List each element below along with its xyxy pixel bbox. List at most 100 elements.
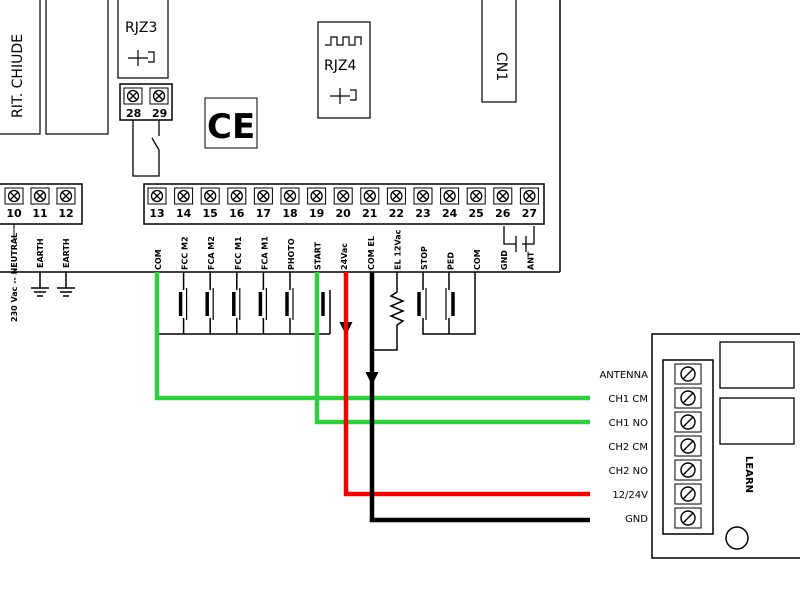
terminal-26: 26 (493, 187, 513, 220)
terminal-20-number: 20 (336, 207, 352, 220)
earth-label-2: EARTH (62, 238, 71, 268)
relay-rjz3 (117, 0, 169, 79)
receiver-terminal (674, 411, 702, 433)
connector-cn1-label: CN1 (493, 52, 509, 81)
terminal-11-number: 11 (32, 207, 47, 220)
terminal-29: 29 (149, 87, 169, 120)
terminal-27: 27 (519, 187, 539, 220)
svg-text:28: 28 (126, 107, 141, 120)
terminal-label: STOP (420, 246, 429, 270)
wire-start-ch1-no (314, 272, 590, 425)
power-label: 230 Vac -- NEUTRAL (10, 233, 19, 322)
terminal-22-number: 22 (389, 207, 404, 220)
rit-chiude-module (0, 0, 41, 135)
receiver-terminal (674, 507, 702, 529)
receiver-label: ANTENNA (599, 370, 648, 381)
terminal-label: COM (473, 249, 482, 270)
receiver-label: CH2 NO (609, 466, 649, 477)
terminal-label: FCC M1 (234, 236, 243, 270)
receiver-label: GND (625, 514, 648, 525)
receiver-label: CH1 CM (608, 394, 648, 405)
wire-com-ch1-cm (154, 272, 590, 401)
terminal-label: FCA M1 (260, 236, 269, 270)
receiver-relay-1 (719, 341, 795, 389)
rit-chiude-text: RIT. CHIUDE (10, 34, 26, 118)
terminal-19-number: 19 (309, 207, 324, 220)
terminal-12: 12 (56, 187, 76, 220)
receiver-label: 12/24V (612, 490, 648, 501)
terminal-24-number: 24 (442, 207, 458, 220)
receiver-label: CH2 CM (608, 442, 648, 453)
terminal-15: 15 (200, 187, 220, 220)
receiver-labels: ANTENNA CH1 CM CH1 NO CH2 CM CH2 NO 12/24V GND (599, 370, 648, 525)
svg-text:CE: CE (207, 107, 255, 147)
terminal-14-number: 14 (176, 207, 192, 220)
terminal-25-number: 25 (469, 207, 484, 220)
terminal-16: 16 (227, 187, 247, 220)
ce-mark: CE (204, 97, 258, 149)
terminal-17-number: 17 (256, 207, 271, 220)
terminal-21-number: 21 (362, 207, 377, 220)
terminal-13: 13 (147, 187, 167, 220)
receiver-terminal (674, 387, 702, 409)
terminal-17: 17 (253, 187, 273, 220)
terminal-26-number: 26 (495, 207, 511, 220)
terminal-label: FCA M2 (207, 236, 216, 270)
terminal-24: 24 (440, 187, 460, 220)
terminal-18: 18 (280, 187, 300, 220)
receiver-terminal (674, 435, 702, 457)
terminal-10: 10 (4, 187, 24, 220)
antenna-symbol (503, 226, 535, 252)
main-terminals: 13 14 15 16 17 18 19 20 21 22 23 24 25 26 27 (147, 187, 539, 220)
side-module (45, 0, 109, 135)
terminal-21: 21 (360, 187, 380, 220)
terminal-label: FCC M2 (181, 236, 190, 270)
terminal-28: 28 (123, 87, 143, 120)
wires (154, 272, 590, 523)
terminal-15-number: 15 (203, 207, 218, 220)
terminal-label: 24Vac (340, 243, 349, 270)
terminal-23-number: 23 (415, 207, 430, 220)
terminal-label: PED (447, 252, 456, 270)
terminal-16-number: 16 (229, 207, 245, 220)
earth-label-1: EARTH (36, 238, 45, 268)
receiver-terminal (674, 363, 702, 385)
receiver-terminal (674, 483, 702, 505)
relay-contact-symbol (132, 120, 160, 177)
learn-label: LEARN (743, 456, 754, 493)
receiver-label: CH1 NO (609, 418, 649, 429)
relay-rjz3-label: RJZ3 (125, 20, 157, 36)
relay-rjz4-label: RJZ4 (324, 58, 356, 74)
wire-24vac-12-24v (343, 272, 590, 497)
connector-cn1 (481, 0, 517, 103)
control-board: RIT. CHIUDE RJZ3 28 29 CE (0, 0, 561, 322)
terminal-14: 14 (174, 187, 194, 220)
receiver-terminal (674, 459, 702, 481)
terminal-18-number: 18 (282, 207, 297, 220)
terminal-label: ANT (526, 251, 535, 270)
terminal-10-number: 10 (6, 207, 22, 220)
terminal-label: START (314, 241, 323, 270)
terminal-22: 22 (386, 187, 406, 220)
svg-text:29: 29 (152, 107, 167, 120)
terminal-label: COM EL (367, 236, 376, 270)
receiver-module: ANTENNA CH1 CM CH1 NO CH2 CM CH2 NO 12/24V GND… (599, 333, 800, 559)
terminal-label: COM (154, 249, 163, 270)
terminal-23: 23 (413, 187, 433, 220)
terminal-label: GND (500, 250, 509, 270)
terminal-11: 11 (30, 187, 50, 220)
receiver-terminals (674, 363, 702, 529)
terminal-labels: COM FCC M2 FCA M2 FCC M1 FCA M1 PHOTO START 24V… (154, 226, 535, 270)
terminal-27-number: 27 (522, 207, 537, 220)
receiver-relay-2 (719, 397, 795, 445)
terminal-label: PHOTO (287, 238, 296, 270)
terminal-12-number: 12 (58, 207, 73, 220)
learn-button[interactable] (725, 526, 749, 550)
terminal-13-number: 13 (149, 207, 164, 220)
wire-com-el-gnd (369, 272, 590, 523)
terminal-label: EL 12Vac (393, 229, 402, 270)
earth-symbols (31, 272, 75, 297)
terminal-20: 20 (333, 187, 353, 220)
terminal-25: 25 (466, 187, 486, 220)
